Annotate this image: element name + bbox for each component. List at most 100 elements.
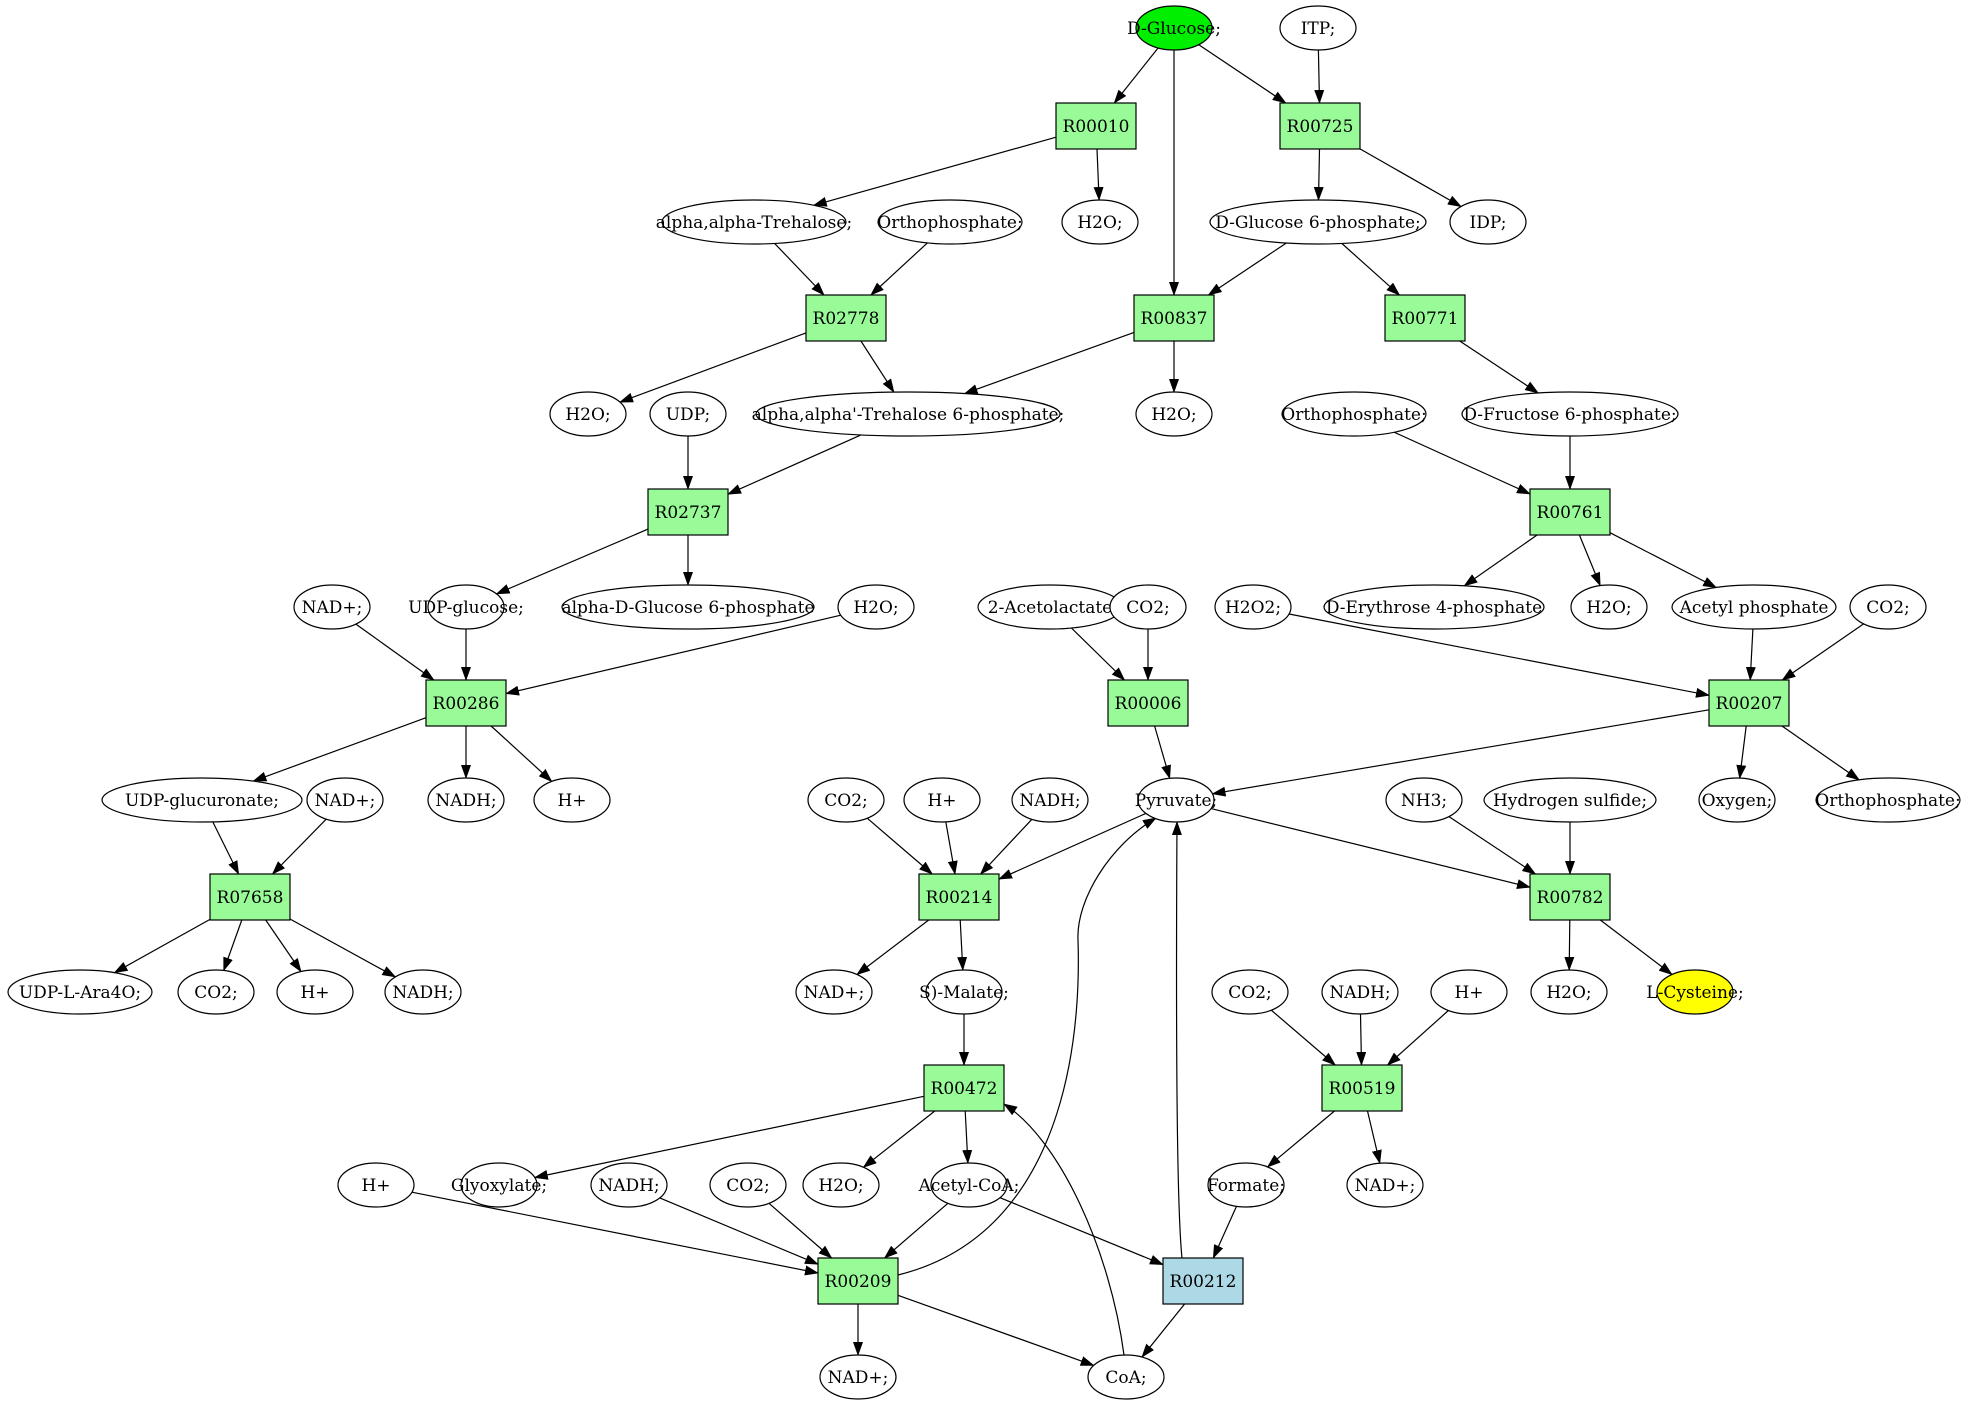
compound-ellipse [1483,777,1657,823]
compound-node-c_h2o_3: H2O; [1135,391,1213,437]
edge-c_itp-to-r_00725 [1314,49,1325,104]
compound-node-c_lcysteine: L-Cysteine; [1646,969,1744,1015]
edge-c_hplus_5-to-r_00209 [411,1191,819,1276]
edge-c_co2_2-to-r_00207 [1781,623,1864,681]
node-label: H2O; [1151,405,1196,425]
edge-c_dglucose-to-r_00010 [1113,47,1159,104]
edge-c_hplus_4-to-r_00519 [1386,1010,1449,1066]
compound-ellipse [819,1354,897,1400]
compound-ellipse [795,969,873,1015]
node-label: ITP; [1301,19,1336,39]
edge-r_00472-to-c_glyoxylate [533,1095,925,1180]
compound-ellipse [1135,391,1213,437]
compound-ellipse [1087,1354,1165,1400]
edge-r_00472-to-c_acetylcoa [962,1110,973,1164]
compound-ellipse [1430,969,1508,1015]
node-label: NADH; [392,983,453,1003]
compound-node-c_nadh_4: NADH; [1321,969,1399,1015]
compound-node-c_co2_2: CO2; [1849,584,1927,630]
compound-node-c_co2_1: CO2; [1109,584,1187,630]
node-label: D-Erythrose 4-phosphate [1326,598,1542,618]
compound-node-c_nadp_3: NAD+; [795,969,873,1015]
compound-ellipse [1209,199,1427,245]
compound-node-c_nadh_5: NADH; [590,1162,668,1208]
compound-ellipse [1207,1162,1285,1208]
compound-ellipse [427,777,505,823]
node-label: UDP-glucose; [408,598,524,618]
node-label: alpha,alpha'-Trehalose 6-phosphate; [752,405,1065,425]
reaction-box [425,679,507,727]
node-label: Hydrogen sulfide; [1493,791,1647,811]
edge-c_co2_3-to-r_00214 [866,817,933,875]
compound-node-c_co2_6: CO2; [709,1162,787,1208]
compound-node-c_oxygen: Oxygen; [1698,777,1776,823]
node-label: H+ [1454,983,1483,1003]
edge-r_00782-to-c_h2o_6 [1564,919,1575,971]
node-label: D-Fructose 6-phosphate; [1463,405,1676,425]
compound-ellipse [7,969,153,1015]
compound-node-c_nh3: NH3; [1385,777,1463,823]
edge-c_orthophosphate_1-to-r_02778 [870,242,928,296]
node-label: Orthophosphate; [1815,791,1960,811]
compound-ellipse [802,1162,880,1208]
edge-r_00010-to-c_h2o_1 [1093,148,1104,201]
compound-ellipse [549,391,627,437]
compound-node-c_udp: UDP; [649,391,727,437]
edge-r_00207-to-c_pyruvate [1211,709,1710,797]
reaction-box [1055,102,1137,150]
compound-ellipse [930,1162,1008,1208]
compound-ellipse [533,777,611,823]
node-label: CO2; [824,791,868,811]
edge-r_00519-to-c_nadp_4 [1366,1110,1382,1165]
node-label: Oxygen; [1702,791,1773,811]
compound-node-c_idp: IDP; [1449,199,1527,245]
edge-r_07658-to-c_nadh_3 [289,918,397,978]
compound-node-c_hplus_1: H+ [533,777,611,823]
edge-c_nadp_2-to-r_07658 [271,818,327,875]
edge-c_h2o2-to-r_00207 [1288,613,1710,698]
edge-c_tre6p-to-r_02737 [727,434,862,495]
compound-node-c_co2_3: CO2; [807,777,885,823]
compound-node-c_trehalose: alpha,alpha-Trehalose; [656,199,852,245]
reaction-node-r_00209: R00209 [817,1257,899,1305]
compound-node-c_coa: CoA; [1087,1354,1165,1400]
compound-ellipse [1461,391,1679,437]
compound-node-c_nadh_3: NADH; [384,969,462,1015]
edge-c_h2o_4-to-r_00286 [505,614,841,696]
reaction-node-r_00212: R00212 [1162,1257,1244,1305]
compound-ellipse [1321,969,1399,1015]
reaction-node-r_00782: R00782 [1529,873,1611,921]
compound-node-c_hplus_4: H+ [1430,969,1508,1015]
edge-r_00214-to-c_smalate [957,919,968,971]
reaction-node-r_02737: R02737 [647,488,729,536]
compound-node-c_h2o_5: H2O; [1570,584,1648,630]
node-label: R00212 [1170,1272,1237,1292]
compound-ellipse [1449,199,1527,245]
node-label: CoA; [1105,1368,1146,1388]
edge-r_00207-to-c_oxygen [1736,725,1747,780]
node-label: D-Glucose; [1127,19,1221,39]
compound-node-c_h2o_4: H2O; [837,584,915,630]
edge-r_00472-to-c_h2o_7 [862,1110,936,1168]
node-label: R00782 [1537,888,1604,908]
compound-node-c_acetylphosphate: Acetyl phosphate [1671,584,1837,630]
edge-r_00212-to-c_coa [1141,1303,1186,1358]
compound-node-c_smalate: S)-Malate; [919,969,1009,1015]
node-label: H2O; [1586,598,1631,618]
node-label: R00472 [931,1079,998,1099]
node-label: R00519 [1329,1079,1396,1099]
compound-node-c_udpara: UDP-L-Ara4O; [7,969,153,1015]
reaction-node-r_00207: R00207 [1708,679,1790,727]
node-label: NAD+; [828,1368,889,1388]
compound-node-c_hplus_2: H+ [903,777,981,823]
reaction-box [1384,294,1466,342]
edge-r_00771-to-c_f6p [1459,340,1540,394]
node-label: H+ [361,1176,390,1196]
reaction-box [647,488,729,536]
reaction-node-r_00010: R00010 [1055,102,1137,150]
node-label: R07658 [217,888,284,908]
edge-c_orthophosphate_2-to-r_00761 [1393,431,1531,495]
edge-c_nadp_1-to-r_00286 [355,623,435,681]
